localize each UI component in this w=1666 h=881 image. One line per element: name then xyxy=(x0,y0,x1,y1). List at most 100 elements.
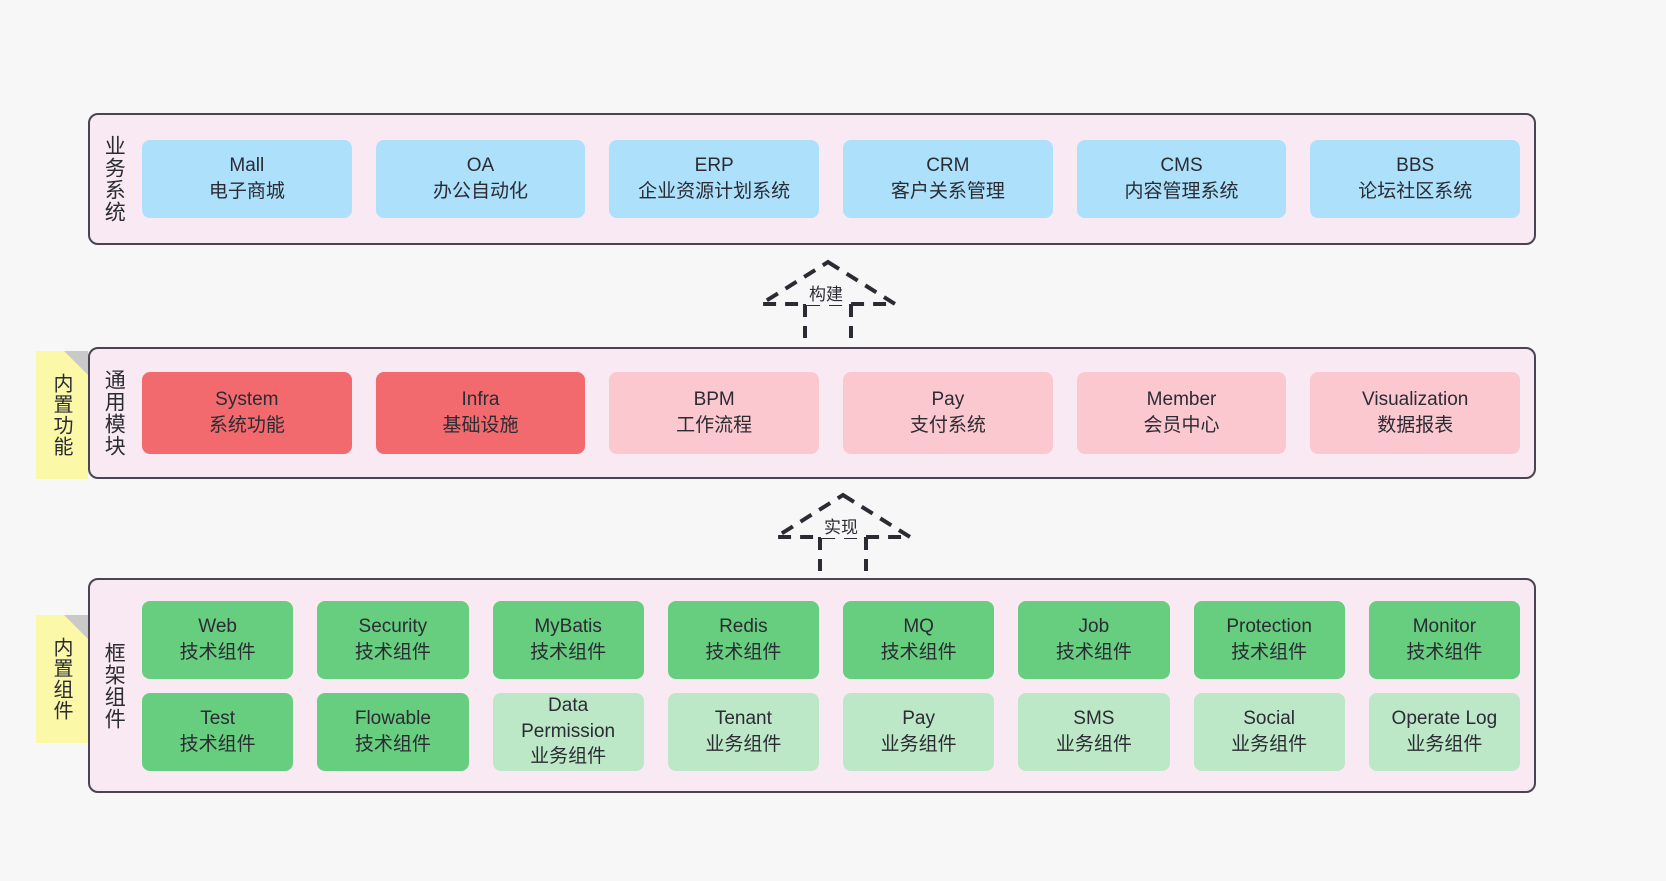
node-label-en: Web xyxy=(198,615,237,637)
node-label-en: BPM xyxy=(693,389,735,411)
node-test[interactable]: Test 技术组件 xyxy=(142,692,294,771)
layer-business-system-body: Mall 电子商城 OA 办公自动化 ERP 企业资源计划系统 CRM 客户关系… xyxy=(136,115,1534,243)
node-label-en: ERP xyxy=(694,155,734,177)
node-row: System 系统功能 Infra 基础设施 BPM 工作流程 Pay 支付系统… xyxy=(142,372,1521,454)
node-label-cn: 内容管理系统 xyxy=(1124,181,1239,202)
node-label-cn: 技术组件 xyxy=(530,641,607,663)
node-mybatis[interactable]: MyBatis 技术组件 xyxy=(492,600,644,679)
node-label-en: Mall xyxy=(229,155,265,177)
node-label-en: MQ xyxy=(903,615,934,637)
generalization-arrow-icon xyxy=(754,259,902,338)
node-label-cn: 业务组件 xyxy=(705,733,782,755)
node-security[interactable]: Security 技术组件 xyxy=(317,600,469,679)
node-label-cn: 电子商城 xyxy=(208,181,285,202)
node-label-cn: 业务组件 xyxy=(1231,733,1308,755)
layer-business-system: 业务系统 Mall 电子商城 OA 办公自动化 ERP 企业资源计划系统 CRM… xyxy=(88,113,1536,245)
node-operate-log[interactable]: Operate Log 业务组件 xyxy=(1368,692,1520,771)
connector-implement: 实现 xyxy=(769,491,917,571)
node-label-en: Flowable xyxy=(354,707,431,729)
node-label-cn: 业务组件 xyxy=(1055,733,1132,755)
node-label-cn: 技术组件 xyxy=(880,641,957,663)
node-redis[interactable]: Redis 技术组件 xyxy=(667,600,819,679)
layer-business-system-title: 业务系统 xyxy=(102,135,126,223)
node-label-en: Monitor xyxy=(1412,615,1477,637)
node-flowable[interactable]: Flowable 技术组件 xyxy=(317,692,469,771)
node-label-en: OA xyxy=(466,155,495,177)
node-mall[interactable]: Mall 电子商城 xyxy=(142,140,352,218)
node-label-cn: 业务组件 xyxy=(1406,733,1483,755)
node-monitor[interactable]: Monitor 技术组件 xyxy=(1368,600,1520,679)
node-label-cn: 技术组件 xyxy=(705,641,782,663)
node-label-en: Operate Log xyxy=(1391,707,1498,729)
layer-framework-component-title: 框架组件 xyxy=(102,641,126,730)
node-crm[interactable]: CRM 客户关系管理 xyxy=(843,140,1053,218)
node-label-en: Protection xyxy=(1226,615,1312,637)
node-label-en: Security xyxy=(358,615,428,637)
node-job[interactable]: Job 技术组件 xyxy=(1018,600,1170,679)
node-label-cn: 技术组件 xyxy=(354,641,431,663)
node-label-en: Data Permission xyxy=(521,695,616,742)
node-web[interactable]: Web 技术组件 xyxy=(142,600,294,679)
node-bbs[interactable]: BBS 论坛社区系统 xyxy=(1310,140,1521,218)
node-system[interactable]: System 系统功能 xyxy=(142,372,352,454)
node-label-en: Tenant xyxy=(714,707,772,729)
node-label-en: MyBatis xyxy=(534,615,602,637)
node-pay-module[interactable]: Pay 支付系统 xyxy=(843,372,1053,454)
node-label-en: Redis xyxy=(719,615,768,637)
node-label-cn: 技术组件 xyxy=(1231,641,1308,663)
node-label-cn: 基础设施 xyxy=(442,415,519,436)
node-label-cn: 数据报表 xyxy=(1377,415,1454,436)
node-label-en: Pay xyxy=(902,707,935,729)
connector-build: 构建 xyxy=(754,258,902,338)
node-label-en: BBS xyxy=(1396,155,1435,177)
node-label-en: CMS xyxy=(1160,155,1203,177)
node-label-cn: 工作流程 xyxy=(676,415,753,436)
node-label-en: Infra xyxy=(461,389,500,411)
node-label-en: Job xyxy=(1078,615,1110,637)
node-protection[interactable]: Protection 技术组件 xyxy=(1193,600,1345,679)
node-label-cn: 技术组件 xyxy=(1055,641,1132,663)
sticky-note-builtin-components: 内置组件 xyxy=(36,615,88,743)
layer-common-module: 通用模块 System 系统功能 Infra 基础设施 BPM 工作流程 Pay… xyxy=(88,347,1536,479)
node-visualization[interactable]: Visualization 数据报表 xyxy=(1310,372,1521,454)
node-oa[interactable]: OA 办公自动化 xyxy=(375,140,586,218)
node-label-en: Member xyxy=(1146,389,1217,411)
node-label-cn: 技术组件 xyxy=(179,733,256,755)
node-label-en: SMS xyxy=(1073,707,1115,729)
node-label-cn: 业务组件 xyxy=(530,746,607,768)
node-label-en: Pay xyxy=(931,389,965,411)
generalization-arrow-icon xyxy=(769,492,917,571)
node-bpm[interactable]: BPM 工作流程 xyxy=(609,372,820,454)
node-label-cn: 会员中心 xyxy=(1143,415,1220,436)
node-label-cn: 技术组件 xyxy=(354,733,431,755)
node-member[interactable]: Member 会员中心 xyxy=(1076,372,1287,454)
node-label-cn: 系统功能 xyxy=(208,415,285,436)
node-row: Test 技术组件 Flowable 技术组件 Data Permission … xyxy=(142,692,1520,771)
node-row: Mall 电子商城 OA 办公自动化 ERP 企业资源计划系统 CRM 客户关系… xyxy=(142,140,1521,218)
node-label-en: System xyxy=(215,389,279,411)
connector-build-label: 构建 xyxy=(806,284,846,305)
node-label-en: Visualization xyxy=(1362,389,1469,411)
node-erp[interactable]: ERP 企业资源计划系统 xyxy=(609,140,820,218)
node-label-cn: 业务组件 xyxy=(880,733,957,755)
node-label-cn: 支付系统 xyxy=(909,415,986,436)
node-social[interactable]: Social 业务组件 xyxy=(1193,692,1345,771)
node-row: Web 技术组件 Security 技术组件 MyBatis 技术组件 Redi… xyxy=(142,600,1520,679)
sticky-note-label: 内置功能 xyxy=(50,373,72,457)
node-label-cn: 论坛社区系统 xyxy=(1358,181,1473,202)
layer-common-module-title: 通用模块 xyxy=(102,369,126,457)
node-label-en: Social xyxy=(1243,707,1295,729)
node-infra[interactable]: Infra 基础设施 xyxy=(375,372,586,454)
node-cms[interactable]: CMS 内容管理系统 xyxy=(1076,140,1287,218)
node-sms[interactable]: SMS 业务组件 xyxy=(1018,692,1170,771)
node-tenant[interactable]: Tenant 业务组件 xyxy=(667,692,819,771)
node-pay-component[interactable]: Pay 业务组件 xyxy=(843,692,995,771)
node-data-permission[interactable]: Data Permission 业务组件 xyxy=(492,692,644,771)
layer-framework-component: 框架组件 Web 技术组件 Security 技术组件 MyBatis 技术组件… xyxy=(88,578,1536,793)
node-label-cn: 办公自动化 xyxy=(433,181,529,202)
node-label-cn: 企业资源计划系统 xyxy=(638,181,791,202)
connector-implement-label: 实现 xyxy=(821,517,861,538)
node-label-cn: 客户关系管理 xyxy=(890,181,1005,202)
node-mq[interactable]: MQ 技术组件 xyxy=(843,600,995,679)
